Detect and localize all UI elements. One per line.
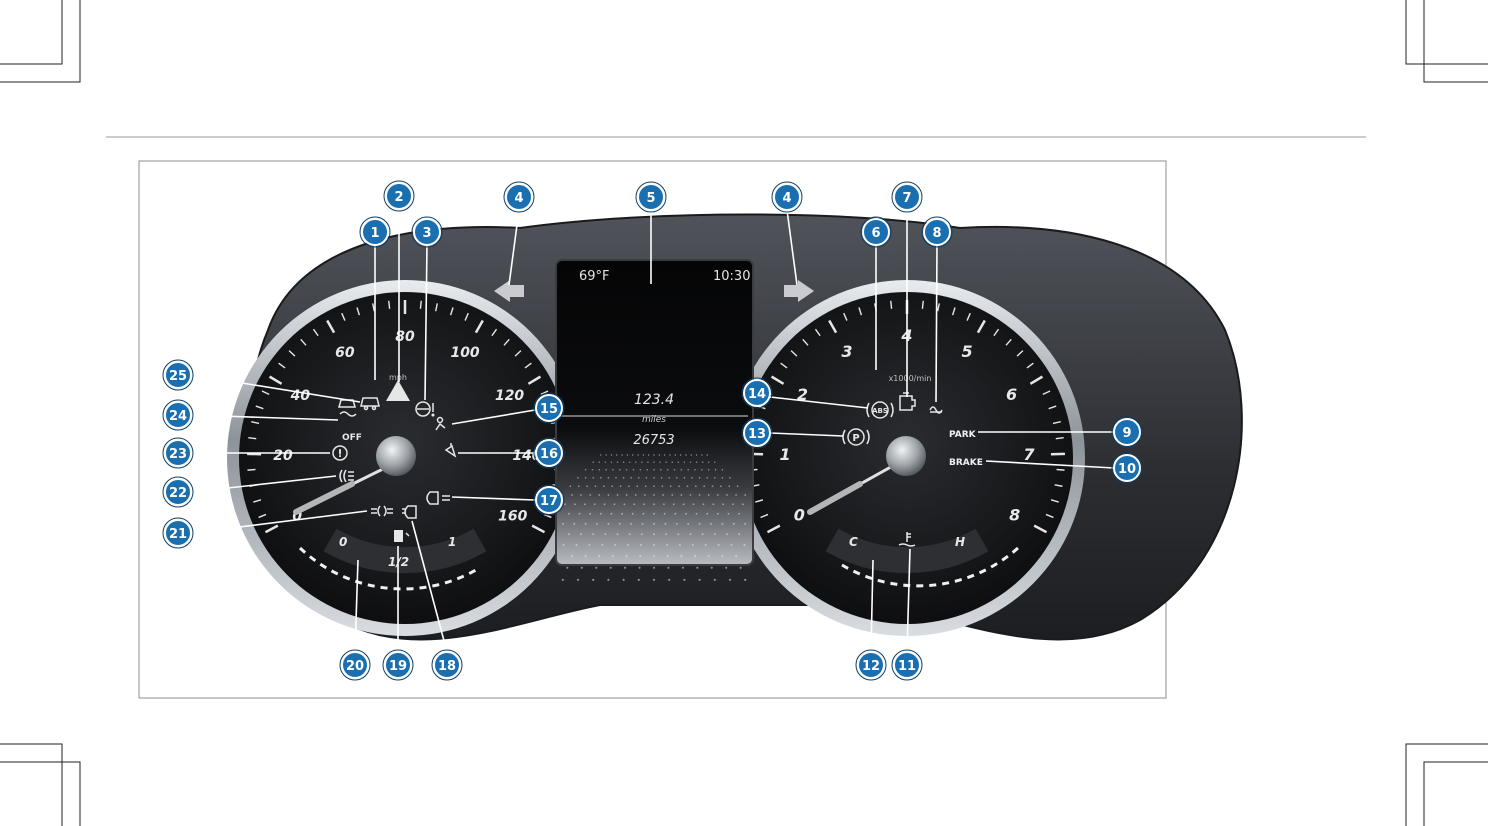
callout-23: 23 bbox=[163, 438, 193, 468]
outside-temperature: 69°F bbox=[579, 269, 610, 284]
speed-tick bbox=[389, 301, 390, 309]
callout-24: 24 bbox=[163, 400, 193, 430]
callout-number: 21 bbox=[169, 527, 187, 542]
callout-number: 25 bbox=[169, 369, 187, 384]
callout-22: 22 bbox=[163, 477, 193, 507]
speed-needle-hub bbox=[376, 436, 416, 476]
fuel-label-full: 1 bbox=[448, 535, 456, 549]
callout-25: 25 bbox=[163, 360, 193, 390]
speed-scale-label: 100 bbox=[450, 345, 479, 361]
callout-number: 10 bbox=[1118, 462, 1136, 477]
callout-3: 3 bbox=[412, 217, 442, 247]
callout-11: 11 bbox=[892, 650, 922, 680]
trip-distance: 123.4 bbox=[634, 392, 674, 408]
tach-tick bbox=[891, 301, 892, 309]
callout-number: 1 bbox=[370, 226, 379, 241]
callout-4: 4 bbox=[772, 182, 802, 212]
callout-number: 7 bbox=[902, 191, 911, 206]
tach-scale-label: 7 bbox=[1023, 445, 1035, 464]
callout-8: 8 bbox=[922, 217, 952, 247]
callout-number: 20 bbox=[346, 659, 364, 674]
callout-18: 18 bbox=[432, 650, 462, 680]
callout-number: 24 bbox=[169, 409, 187, 424]
callout-number: 9 bbox=[1122, 426, 1131, 441]
callout-13: 13 bbox=[742, 418, 772, 448]
coolant-label-hot: H bbox=[955, 535, 965, 549]
brake-warning-icon-label: ! bbox=[338, 449, 343, 460]
callout-7: 7 bbox=[892, 182, 922, 212]
callout-10: 10 bbox=[1112, 453, 1142, 483]
callout-12: 12 bbox=[856, 650, 886, 680]
central-display: 69°F 10:30 123.4 miles 26753 bbox=[556, 260, 753, 581]
speed-scale-label: 120 bbox=[495, 388, 524, 404]
speed-tick bbox=[420, 301, 421, 309]
callout-number: 3 bbox=[422, 226, 431, 241]
clock-time: 10:30 bbox=[713, 269, 750, 284]
callout-14: 14 bbox=[742, 378, 772, 408]
tach-unit: x1000/min bbox=[889, 374, 932, 383]
callout-number: 16 bbox=[540, 447, 558, 462]
callout-5: 5 bbox=[636, 182, 666, 212]
callout-number: 4 bbox=[782, 191, 791, 206]
callout-number: 19 bbox=[389, 659, 407, 674]
tach-scale-label: 0 bbox=[794, 505, 805, 524]
callout-1: 1 bbox=[360, 217, 390, 247]
callout-number: 18 bbox=[438, 659, 456, 674]
abs-icon-label: ABS bbox=[872, 407, 888, 415]
callout-number: 11 bbox=[898, 659, 916, 674]
callout-number: 8 bbox=[932, 226, 941, 241]
tach-scale-label: 6 bbox=[1006, 385, 1017, 404]
fuel-label-empty: 0 bbox=[339, 535, 347, 549]
callout-number: 6 bbox=[871, 226, 880, 241]
park-indicator: PARK bbox=[949, 430, 977, 440]
speed-tick bbox=[247, 470, 255, 471]
brake-indicator: BRAKE bbox=[949, 458, 983, 468]
callout-number: 14 bbox=[748, 387, 766, 402]
callout-19: 19 bbox=[383, 650, 413, 680]
callout-4: 4 bbox=[504, 182, 534, 212]
callout-17: 17 bbox=[534, 485, 564, 515]
callout-number: 12 bbox=[862, 659, 880, 674]
esp-off-label: OFF bbox=[342, 433, 362, 443]
tach-scale-label: 3 bbox=[841, 342, 852, 361]
tach-needle-hub bbox=[886, 436, 926, 476]
distance-unit: miles bbox=[642, 415, 666, 425]
callout-number: 15 bbox=[540, 402, 558, 417]
callout-6: 6 bbox=[861, 217, 891, 247]
coolant-label-cold: C bbox=[849, 535, 858, 549]
callout-number: 22 bbox=[169, 486, 187, 501]
tach-tick bbox=[922, 301, 923, 309]
callout-15: 15 bbox=[534, 393, 564, 423]
speed-scale-label: 60 bbox=[335, 345, 355, 361]
callout-number: 5 bbox=[646, 191, 655, 206]
callout-number: 17 bbox=[540, 494, 558, 509]
callout-9: 9 bbox=[1112, 417, 1142, 447]
callout-16: 16 bbox=[534, 438, 564, 468]
parking-brake-icon-label: P bbox=[852, 433, 859, 444]
speed-scale-label: 160 bbox=[498, 508, 527, 524]
tach-scale-label: 1 bbox=[779, 445, 790, 464]
speedometer: 020406080100120140160 mph bbox=[227, 280, 583, 636]
callout-number: 23 bbox=[169, 447, 187, 462]
tach-scale-label: 5 bbox=[962, 342, 973, 361]
callout-number: 13 bbox=[748, 427, 766, 442]
tach-scale-label: 8 bbox=[1009, 505, 1020, 524]
callout-20: 20 bbox=[340, 650, 370, 680]
callout-21: 21 bbox=[163, 518, 193, 548]
callout-2: 2 bbox=[384, 181, 414, 211]
callout-number: 2 bbox=[394, 190, 403, 205]
callout-number: 4 bbox=[514, 191, 523, 206]
speed-scale-label: 20 bbox=[273, 448, 293, 464]
tach-tick bbox=[1057, 470, 1065, 471]
odometer: 26753 bbox=[633, 433, 674, 448]
